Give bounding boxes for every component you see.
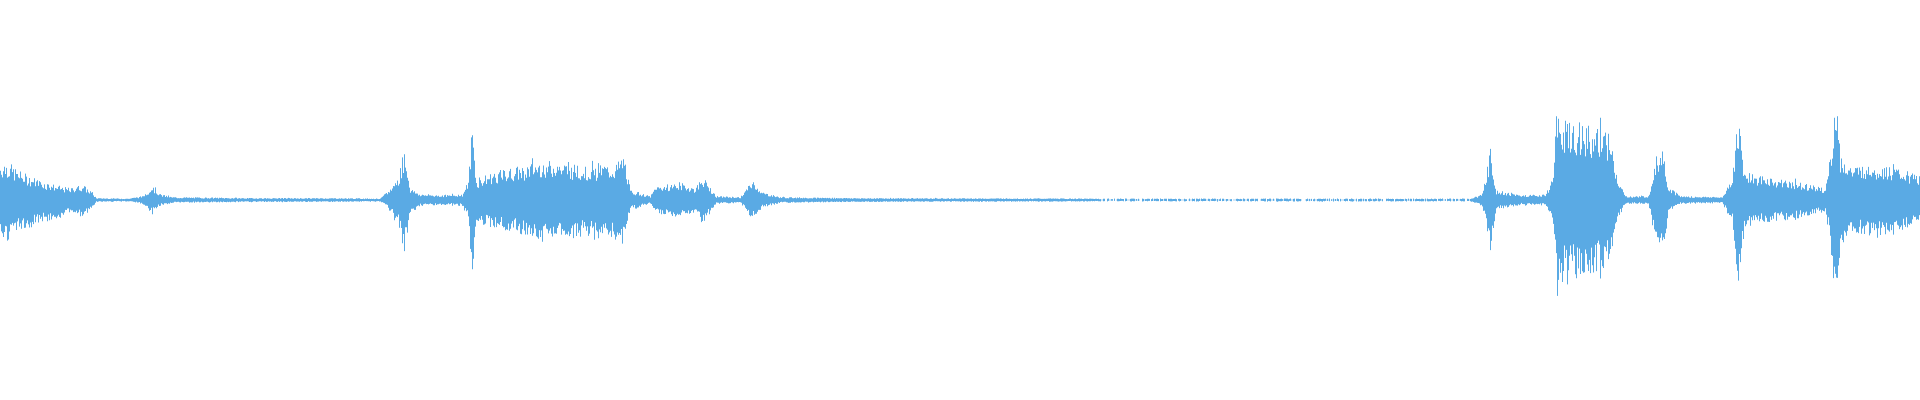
waveform-path xyxy=(0,116,1920,296)
